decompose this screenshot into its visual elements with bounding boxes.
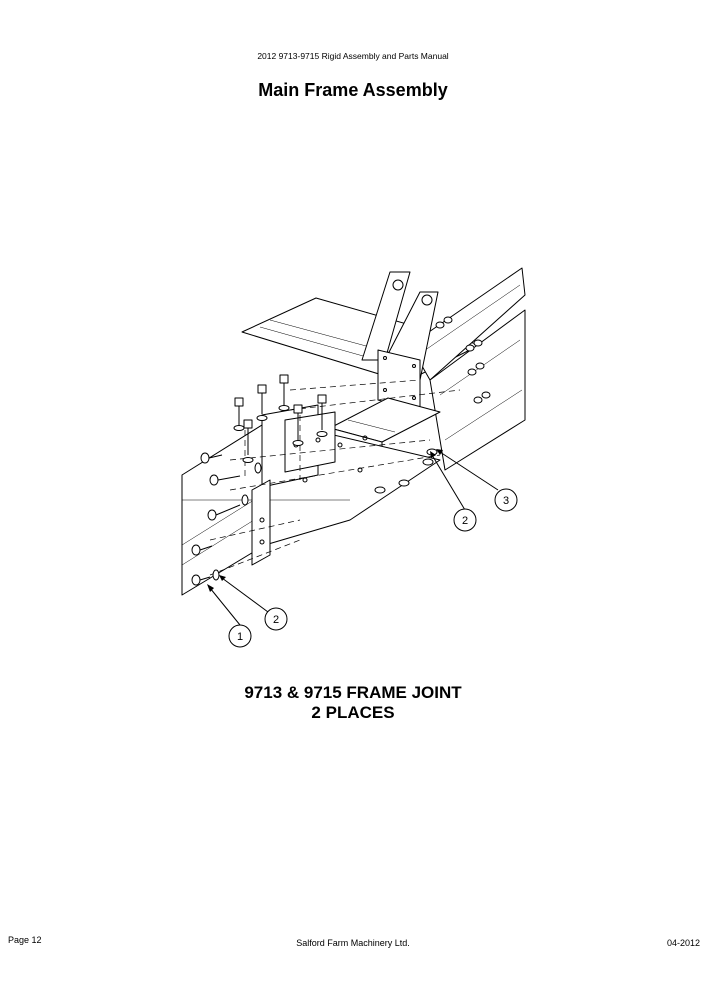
nuts	[374, 316, 491, 494]
callout-3-leader	[439, 451, 499, 491]
callout-2a-label: 2	[273, 614, 279, 626]
callout-2b	[453, 508, 477, 532]
callout-3	[494, 488, 518, 512]
page-number: Page 12	[8, 935, 42, 945]
frame-joint-drawing: 1 2 2 3	[181, 267, 526, 648]
callout-2a-leader	[221, 577, 269, 613]
horizontal-bolts	[191, 452, 262, 586]
figure-caption: 9713 & 9715 FRAME JOINT 2 PLACES	[0, 683, 706, 723]
callout-2b-label: 2	[462, 515, 468, 527]
revision-date: 04-2012	[666, 938, 700, 948]
caption-line-1: 9713 & 9715 FRAME JOINT	[244, 683, 462, 702]
manual-title: 2012 9713-9715 Rigid Assembly and Parts …	[257, 51, 449, 61]
callout-2b-leader	[431, 454, 466, 511]
caption-line-2: 2 PLACES	[311, 703, 395, 722]
page-title: Main Frame Assembly	[258, 80, 448, 100]
vertical-bolts	[233, 374, 328, 463]
company-name: Salford Farm Machinery Ltd.	[296, 938, 410, 948]
callout-1-leader	[209, 587, 241, 626]
callout-1-label: 1	[237, 631, 243, 643]
callout-1	[228, 624, 252, 648]
upper-right-tube	[409, 267, 526, 381]
callout-3-label: 3	[503, 495, 509, 507]
callout-2a	[264, 607, 288, 631]
left-lug	[361, 271, 411, 361]
